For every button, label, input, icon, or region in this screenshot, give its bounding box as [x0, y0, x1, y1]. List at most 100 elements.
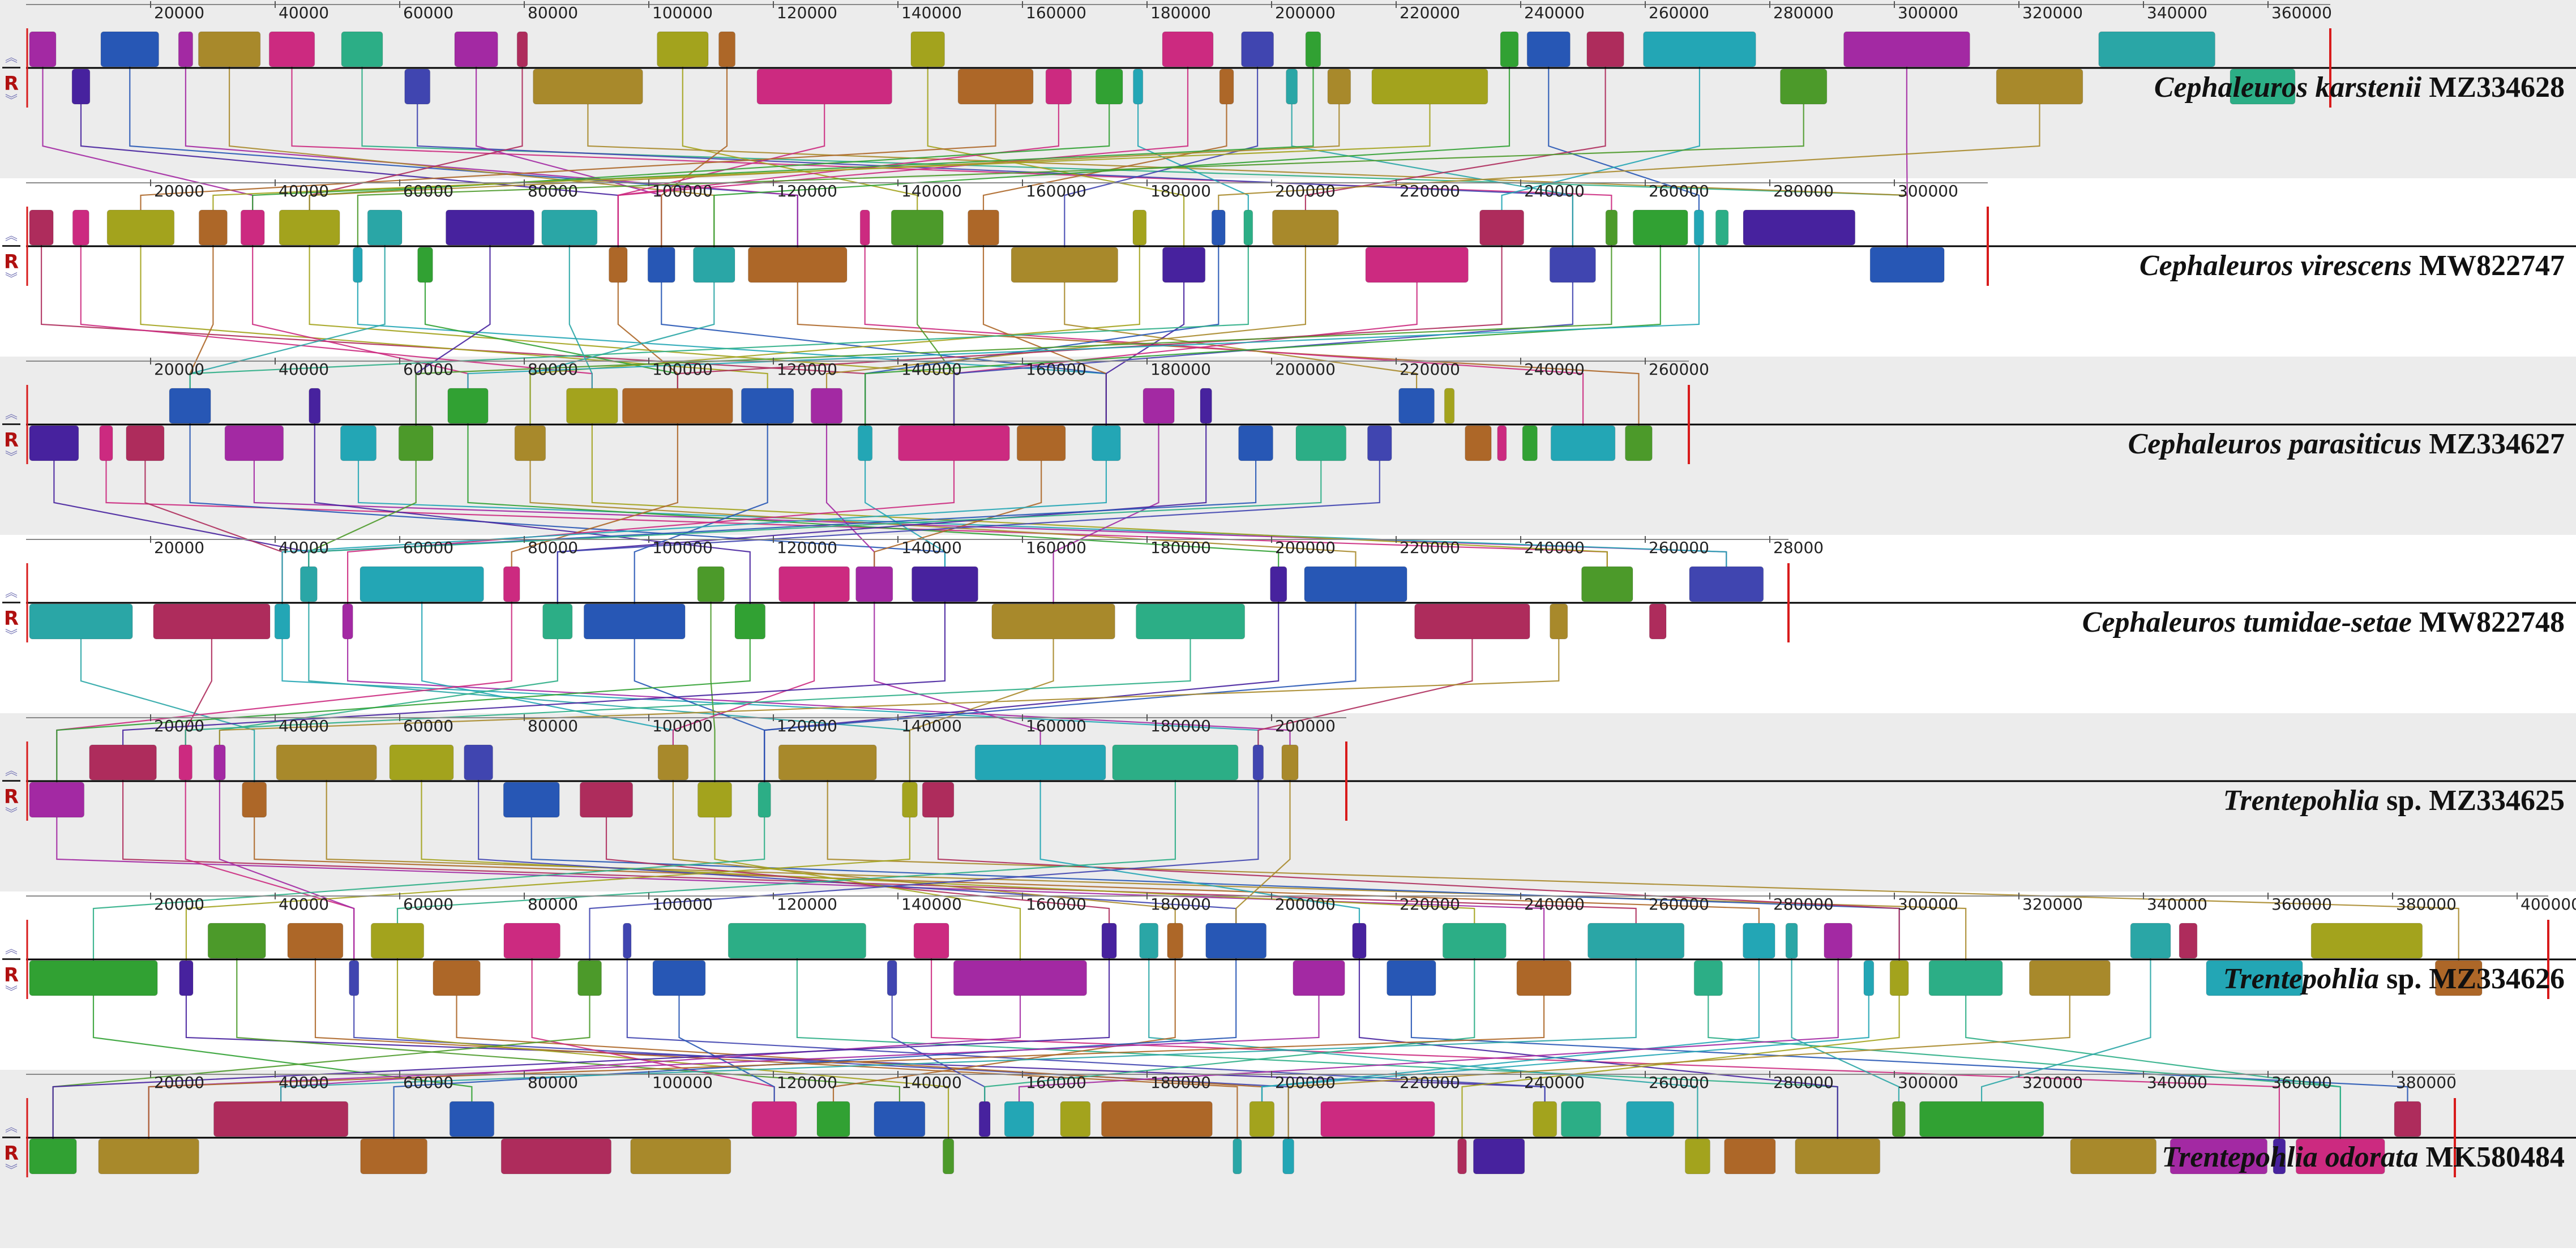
lcb-block[interactable] — [29, 603, 133, 640]
lcb-block[interactable] — [542, 603, 573, 640]
lcb-block[interactable] — [1824, 923, 1852, 959]
lcb-block[interactable] — [404, 68, 431, 105]
lcb-block[interactable] — [1892, 1101, 1906, 1137]
lcb-block[interactable] — [1693, 960, 1723, 996]
lcb-block[interactable] — [810, 388, 843, 424]
lcb-block[interactable] — [657, 744, 689, 781]
lcb-block[interactable] — [734, 603, 766, 640]
lcb-block[interactable] — [1689, 566, 1764, 602]
lcb-block[interactable] — [29, 960, 158, 996]
lcb-block[interactable] — [2394, 1101, 2421, 1137]
lcb-block[interactable] — [778, 566, 850, 602]
lcb-block[interactable] — [855, 566, 893, 602]
lcb-block[interactable] — [1133, 68, 1144, 105]
lcb-block[interactable] — [1497, 425, 1507, 461]
lcb-block[interactable] — [758, 782, 771, 818]
lcb-block[interactable] — [300, 566, 318, 602]
lcb-block[interactable] — [816, 1101, 850, 1137]
move-up-icon[interactable]: ︽ — [5, 764, 18, 778]
lcb-block[interactable] — [1526, 31, 1571, 67]
lcb-block[interactable] — [1442, 923, 1507, 959]
lcb-block[interactable] — [29, 209, 54, 246]
lcb-block[interactable] — [1139, 923, 1159, 959]
lcb-block[interactable] — [353, 247, 363, 283]
lcb-block[interactable] — [1550, 425, 1616, 461]
lcb-block[interactable] — [2170, 1138, 2268, 1174]
lcb-block[interactable] — [622, 388, 733, 424]
move-up-icon[interactable]: ︽ — [5, 229, 18, 243]
move-up-icon[interactable]: ︽ — [5, 1121, 18, 1135]
lcb-block[interactable] — [1252, 744, 1264, 781]
lcb-block[interactable] — [106, 209, 175, 246]
lcb-block[interactable] — [1685, 1138, 1710, 1174]
lcb-block[interactable] — [207, 923, 266, 959]
reverse-complement-button[interactable]: R — [2, 423, 20, 452]
lcb-block[interactable] — [240, 209, 265, 246]
lcb-block[interactable] — [99, 425, 113, 461]
lcb-block[interactable] — [2206, 960, 2303, 996]
lcb-block[interactable] — [751, 1101, 797, 1137]
lcb-block[interactable] — [100, 31, 159, 67]
move-down-icon[interactable]: ︾ — [5, 272, 18, 286]
lcb-block[interactable] — [1136, 603, 1246, 640]
lcb-block[interactable] — [630, 1138, 731, 1174]
lcb-block[interactable] — [199, 209, 228, 246]
lcb-block[interactable] — [957, 68, 1034, 105]
lcb-block[interactable] — [2130, 923, 2171, 959]
reverse-complement-button[interactable]: R — [2, 1137, 20, 1165]
lcb-block[interactable] — [1457, 1138, 1467, 1174]
lcb-block[interactable] — [1352, 923, 1367, 959]
lcb-block[interactable] — [1625, 425, 1653, 461]
lcb-block[interactable] — [2098, 31, 2215, 67]
lcb-block[interactable] — [1238, 425, 1273, 461]
lcb-block[interactable] — [341, 31, 383, 67]
lcb-block[interactable] — [1919, 1101, 2044, 1137]
lcb-block[interactable] — [2434, 960, 2483, 996]
move-down-icon[interactable]: ︾ — [5, 451, 18, 465]
lcb-block[interactable] — [623, 923, 632, 959]
lcb-block[interactable] — [1101, 1101, 1213, 1137]
lcb-block[interactable] — [1233, 1138, 1242, 1174]
lcb-block[interactable] — [1743, 209, 1856, 246]
lcb-block[interactable] — [2273, 1138, 2286, 1174]
lcb-block[interactable] — [1715, 209, 1729, 246]
lcb-block[interactable] — [533, 68, 643, 105]
lcb-block[interactable] — [756, 68, 892, 105]
lcb-block[interactable] — [1219, 68, 1234, 105]
lcb-block[interactable] — [224, 425, 284, 461]
lcb-block[interactable] — [1516, 960, 1572, 996]
lcb-block[interactable] — [1270, 566, 1287, 602]
lcb-block[interactable] — [1200, 388, 1212, 424]
lcb-block[interactable] — [1996, 68, 2083, 105]
lcb-block[interactable] — [340, 425, 376, 461]
lcb-block[interactable] — [98, 1138, 199, 1174]
lcb-block[interactable] — [1060, 1101, 1091, 1137]
lcb-block[interactable] — [342, 603, 353, 640]
lcb-block[interactable] — [398, 425, 434, 461]
lcb-block[interactable] — [652, 960, 706, 996]
lcb-block[interactable] — [1643, 31, 1756, 67]
lcb-block[interactable] — [1863, 960, 1875, 996]
lcb-block[interactable] — [29, 31, 57, 67]
lcb-block[interactable] — [1605, 209, 1618, 246]
lcb-block[interactable] — [1869, 247, 1945, 283]
lcb-block[interactable] — [1045, 68, 1072, 105]
lcb-block[interactable] — [2296, 1138, 2385, 1174]
move-down-icon[interactable]: ︾ — [5, 807, 18, 821]
lcb-block[interactable] — [1444, 388, 1455, 424]
lcb-block[interactable] — [583, 603, 686, 640]
lcb-block[interactable] — [974, 744, 1106, 781]
lcb-block[interactable] — [1016, 425, 1066, 461]
lcb-block[interactable] — [516, 31, 528, 67]
move-down-icon[interactable]: ︾ — [5, 629, 18, 643]
lcb-block[interactable] — [126, 425, 165, 461]
lcb-block[interactable] — [449, 1101, 495, 1137]
lcb-block[interactable] — [1282, 1138, 1294, 1174]
lcb-block[interactable] — [978, 1101, 991, 1137]
lcb-block[interactable] — [268, 31, 315, 67]
lcb-block[interactable] — [1843, 31, 1970, 67]
lcb-block[interactable] — [213, 744, 226, 781]
